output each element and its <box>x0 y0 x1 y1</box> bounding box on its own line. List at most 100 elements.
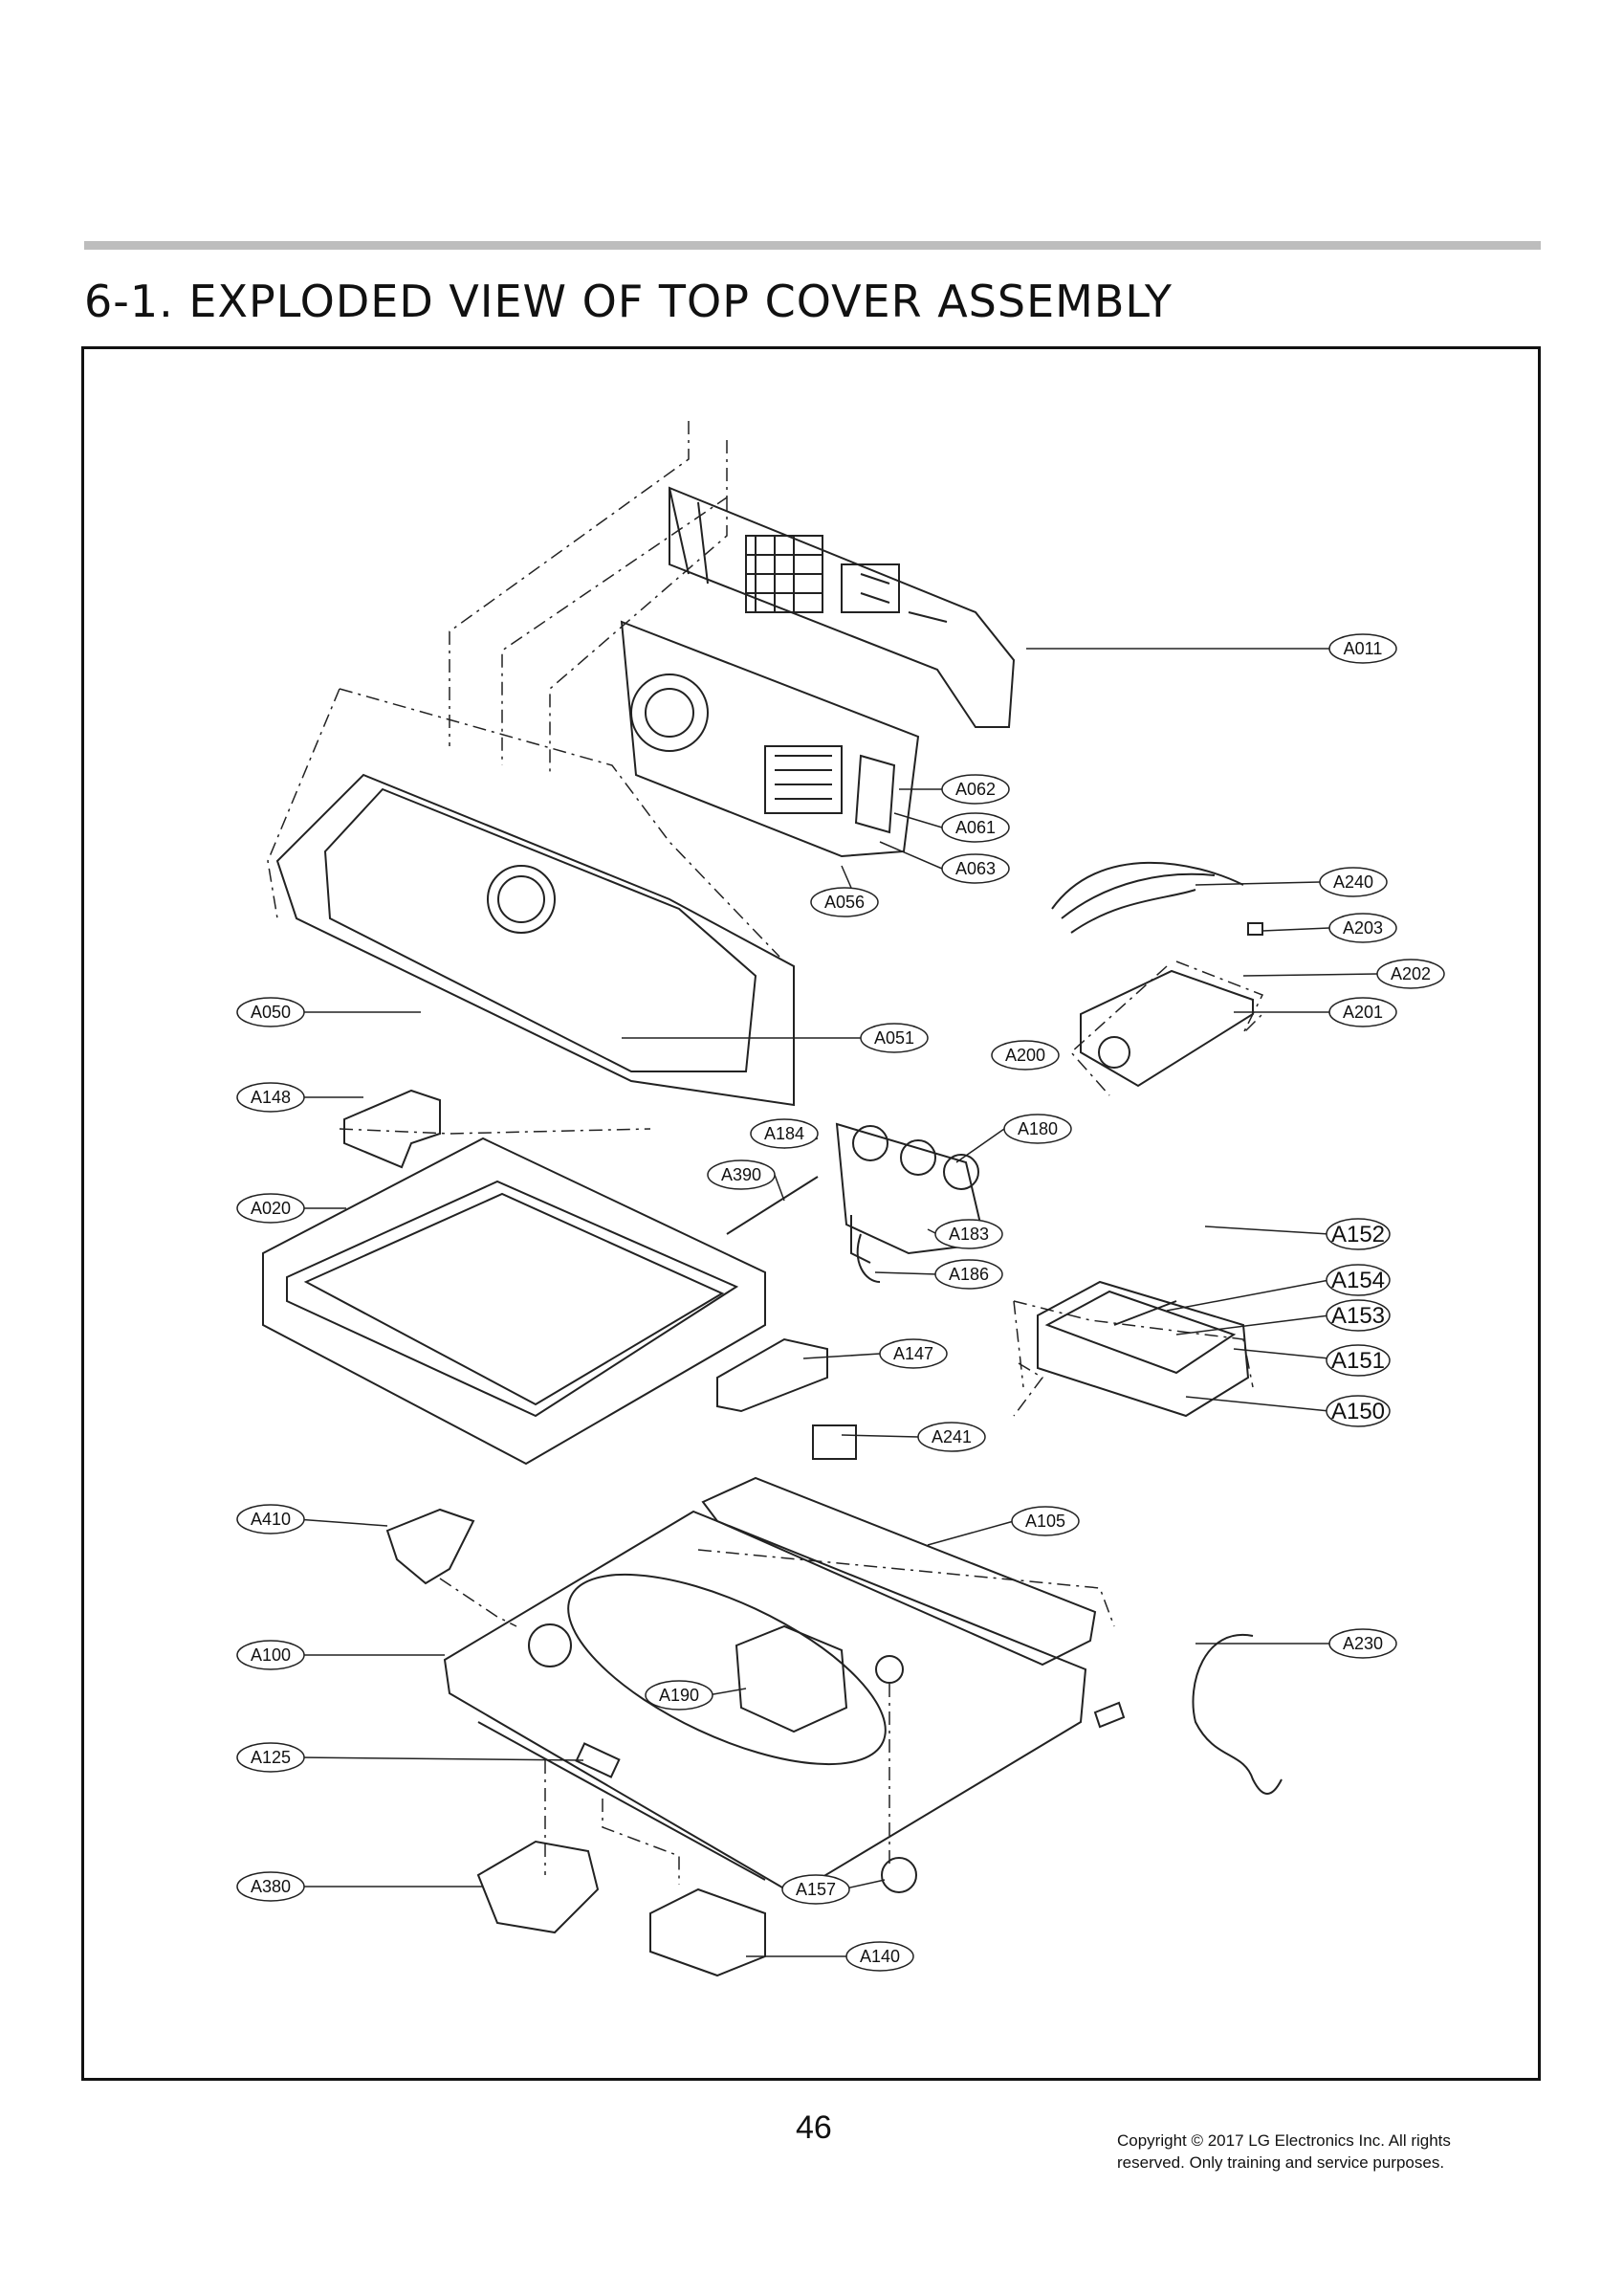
top-frame-bracket-part <box>701 1476 1097 1667</box>
svg-text:A063: A063 <box>955 859 996 878</box>
callout-A063: A063 <box>941 853 1010 884</box>
callout-A190: A190 <box>645 1680 713 1711</box>
callout-A051: A051 <box>860 1023 929 1053</box>
svg-text:A201: A201 <box>1343 1003 1383 1022</box>
callout-A202: A202 <box>1376 959 1445 989</box>
callout-A125: A125 <box>236 1742 305 1773</box>
svg-text:A200: A200 <box>1005 1046 1045 1065</box>
svg-text:A157: A157 <box>796 1880 836 1899</box>
callout-A200: A200 <box>991 1040 1060 1071</box>
svg-text:A241: A241 <box>932 1427 972 1446</box>
svg-text:A183: A183 <box>949 1225 989 1244</box>
callout-A203: A203 <box>1328 913 1397 943</box>
callout-A151: A151 <box>1326 1344 1391 1377</box>
svg-text:A184: A184 <box>764 1124 804 1143</box>
callout-A184: A184 <box>750 1118 819 1149</box>
svg-text:A410: A410 <box>251 1510 291 1529</box>
callout-A150: A150 <box>1326 1395 1391 1427</box>
svg-text:A186: A186 <box>949 1265 989 1284</box>
page-number: 46 <box>796 2109 832 2146</box>
callout-A061: A061 <box>941 812 1010 843</box>
pump-housing-part <box>476 1840 600 1934</box>
control-panel-cover-part <box>669 486 1016 728</box>
callout-A020: A020 <box>236 1193 305 1224</box>
svg-text:A050: A050 <box>251 1003 291 1022</box>
callout-A100: A100 <box>236 1640 305 1670</box>
pressure-switch-part <box>1080 969 1254 1088</box>
svg-text:A152: A152 <box>1331 1222 1385 1247</box>
knob-part <box>881 1857 917 1893</box>
callout-A011: A011 <box>1328 633 1397 664</box>
svg-text:A190: A190 <box>659 1686 699 1705</box>
callout-A105: A105 <box>1011 1506 1080 1536</box>
sensor-box-part <box>812 1424 857 1460</box>
callout-A390: A390 <box>707 1159 776 1190</box>
svg-text:A011: A011 <box>1344 639 1383 658</box>
svg-text:A140: A140 <box>860 1947 900 1966</box>
callout-A201: A201 <box>1328 997 1397 1027</box>
callout-A380: A380 <box>236 1871 305 1902</box>
hinge-bracket-part <box>343 1089 441 1169</box>
callout-A140: A140 <box>845 1941 914 1972</box>
callout-A240: A240 <box>1319 867 1388 897</box>
svg-text:A154: A154 <box>1331 1268 1385 1293</box>
svg-text:A230: A230 <box>1343 1634 1383 1653</box>
svg-text:A062: A062 <box>955 780 996 799</box>
svg-text:A153: A153 <box>1331 1303 1385 1329</box>
small-clip-part <box>1247 922 1263 936</box>
callout-A157: A157 <box>781 1874 850 1905</box>
diagram-frame <box>81 346 1541 2081</box>
svg-text:A202: A202 <box>1391 964 1431 983</box>
callout-A062: A062 <box>941 774 1010 805</box>
detergent-dispenser-part <box>1037 1280 1250 1418</box>
door-lock-part <box>716 1337 828 1413</box>
svg-text:A390: A390 <box>721 1165 761 1184</box>
leader-lines <box>296 648 1378 1957</box>
callouts: A011 A062 A061 A063 A056 A240 A203 A202 … <box>236 633 1445 1972</box>
callout-A154: A154 <box>1326 1264 1391 1296</box>
callout-A148: A148 <box>236 1082 305 1113</box>
callout-A410: A410 <box>236 1504 305 1534</box>
callout-A056: A056 <box>810 887 879 917</box>
callout-A186: A186 <box>934 1259 1003 1290</box>
svg-text:A180: A180 <box>1018 1119 1058 1138</box>
page-title: 6-1. EXPLODED VIEW OF TOP COVER ASSEMBLY <box>84 276 1173 327</box>
svg-text:A147: A147 <box>893 1344 933 1363</box>
top-rule <box>84 241 1541 250</box>
callout-A241: A241 <box>917 1422 986 1452</box>
svg-text:A051: A051 <box>874 1028 914 1048</box>
copyright-line-2: reserved. Only training and service purp… <box>1117 2153 1445 2172</box>
filter-part <box>735 1624 848 1733</box>
power-cord-part <box>1192 1633 1283 1795</box>
svg-text:A056: A056 <box>824 893 865 912</box>
water-valve-part <box>726 1122 987 1283</box>
svg-text:A061: A061 <box>955 818 996 837</box>
callout-A147: A147 <box>879 1338 948 1369</box>
svg-text:A148: A148 <box>251 1088 291 1107</box>
svg-text:A380: A380 <box>251 1877 291 1896</box>
svg-text:A203: A203 <box>1343 918 1383 938</box>
control-panel-frame-part <box>275 773 795 1107</box>
copyright-notice: Copyright © 2017 LG Electronics Inc. All… <box>1117 2130 1451 2174</box>
callout-A230: A230 <box>1328 1628 1397 1659</box>
wire-harness-part <box>1051 861 1244 934</box>
callout-A183: A183 <box>934 1219 1003 1249</box>
svg-text:A105: A105 <box>1025 1512 1065 1531</box>
svg-text:A240: A240 <box>1333 872 1373 892</box>
explode-guide-lines <box>267 421 1264 1885</box>
svg-text:A150: A150 <box>1331 1399 1385 1424</box>
callout-A152: A152 <box>1326 1218 1391 1250</box>
callout-A050: A050 <box>236 997 305 1027</box>
callout-A180: A180 <box>1003 1114 1072 1144</box>
top-cover-part <box>443 1510 1087 1896</box>
svg-text:A020: A020 <box>251 1199 291 1218</box>
bleach-cup-part <box>385 1508 475 1585</box>
svg-text:A100: A100 <box>251 1645 291 1665</box>
svg-text:A125: A125 <box>251 1748 291 1767</box>
switch-box-part <box>649 1888 766 1977</box>
latch-part <box>575 1742 621 1778</box>
callout-A153: A153 <box>1326 1299 1391 1332</box>
pcb-assembly-part <box>620 620 920 858</box>
copyright-line-1: Copyright © 2017 LG Electronics Inc. All… <box>1117 2131 1451 2150</box>
